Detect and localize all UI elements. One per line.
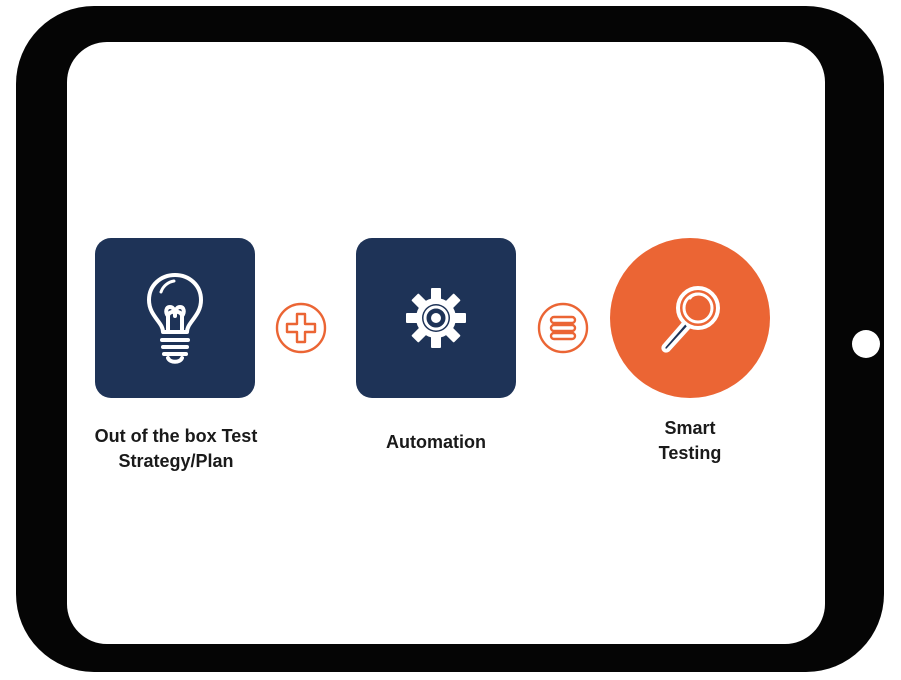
home-button[interactable] [852,330,880,358]
idea-tile [95,238,255,398]
plus-operator [275,302,327,354]
step-one-caption: Out of the box Test Strategy/Plan [60,424,292,474]
result-label-line1: Smart [664,418,716,438]
step-one-label-line2: Strategy/Plan [118,451,234,471]
magnifier-icon [661,286,720,353]
result-caption: Smart Testing [615,416,765,466]
smart-testing-circle [610,238,770,398]
step-one-label-line1: Out of the box Test [94,426,258,446]
gear-icon [406,288,466,348]
equals-icon [537,302,589,354]
automation-tile [356,238,516,398]
step-two-caption: Automation [340,430,532,455]
step-two-label: Automation [386,432,486,452]
plus-icon [275,302,327,354]
lightbulb-icon [147,273,203,364]
result-label-line2: Testing [658,443,722,463]
equals-operator [537,302,589,354]
